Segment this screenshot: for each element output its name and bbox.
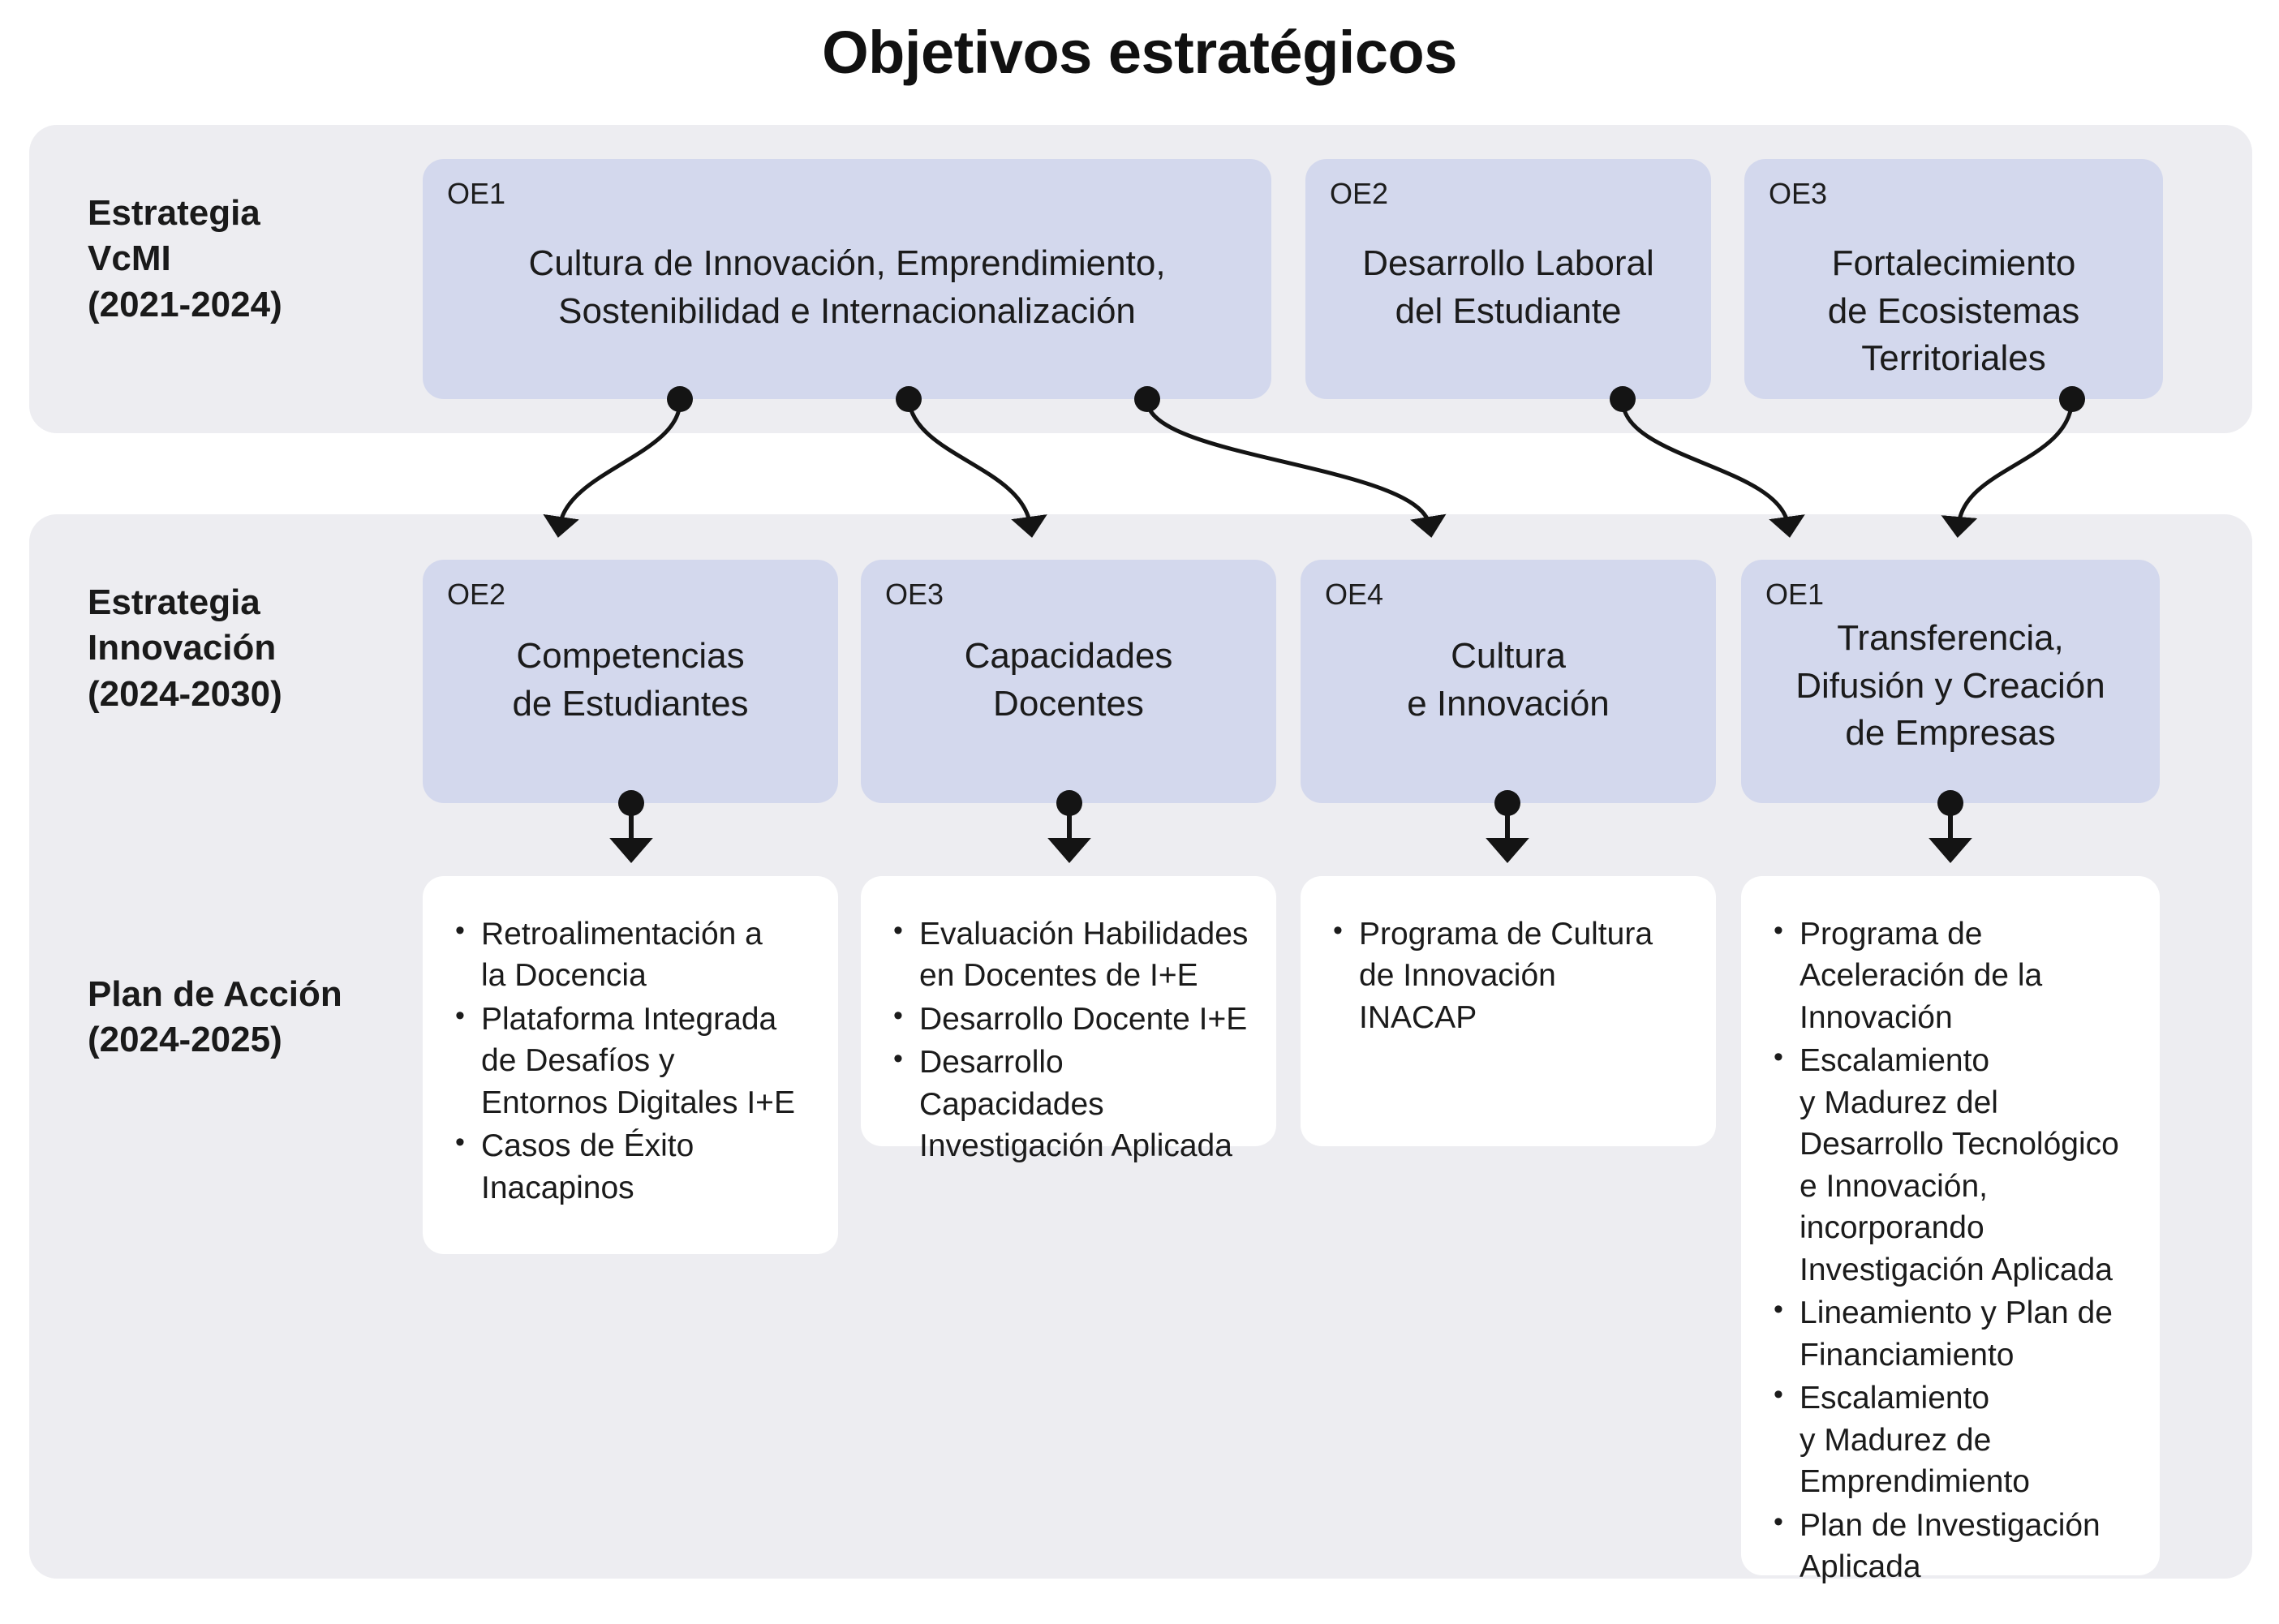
plan-list-item: Escalamiento y Madurez de Emprendimiento [1774, 1377, 2135, 1502]
oe-tag: OE2 [1330, 177, 1389, 210]
oe-title: Cultura e Innovación [1407, 636, 1610, 724]
oe-tag: OE4 [1325, 578, 1384, 611]
oe-tag: OE3 [885, 578, 944, 611]
oe-box-vcmi-oe1[interactable]: OE1 Cultura de Innovación, Emprendimient… [423, 159, 1271, 399]
plan-list-item: Programa de Aceleración de la Innovación [1774, 913, 2135, 1038]
oe-title: Transferencia, Difusión y Creación de Em… [1795, 618, 2105, 754]
oe-title: Capacidades Docentes [964, 636, 1173, 724]
plan-list-item: Desarrollo Capacidades Investigación Apl… [893, 1041, 1252, 1166]
plan-card-2[interactable]: Evaluación Habilidades en Docentes de I+… [861, 876, 1276, 1163]
oe-tag: OE1 [447, 177, 506, 210]
plan-list-item: Casos de Éxito Inacapinos [455, 1124, 814, 1209]
plan-list-item: Lineamiento y Plan de Financiamiento [1774, 1291, 2135, 1376]
oe-box-vcmi-oe3[interactable]: OE3 Fortalecimiento de Ecosistemas Terri… [1744, 159, 2163, 399]
oe-box-innovacion-oe3[interactable]: OE3 Capacidades Docentes [861, 560, 1276, 803]
plan-list: Programa de Cultura de Innovación INACAP [1301, 876, 1716, 1038]
page-title: Objetivos estratégicos [822, 19, 1457, 86]
oe-title: Fortalecimiento de Ecosistemas Territori… [1827, 243, 2080, 379]
plan-list: Programa de Aceleración de la Innovación… [1741, 876, 2160, 1588]
row-label-estrategia-innovacion: Estrategia Innovación (2024-2030) [88, 582, 282, 714]
plan-card-4[interactable]: Programa de Aceleración de la Innovación… [1741, 876, 2160, 1584]
plan-list: Evaluación Habilidades en Docentes de I+… [861, 876, 1276, 1167]
plan-card-1[interactable]: Retroalimentación a la DocenciaPlataform… [423, 876, 838, 1254]
oe-box-innovacion-oe1[interactable]: OE1 Transferencia, Difusión y Creación d… [1741, 560, 2160, 803]
oe-box-vcmi-oe2[interactable]: OE2 Desarrollo Laboral del Estudiante [1305, 159, 1711, 399]
plan-list-item: Desarrollo Docente I+E [893, 998, 1252, 1040]
oe-title: Competencias de Estudiantes [512, 636, 749, 724]
oe-title: Desarrollo Laboral del Estudiante [1362, 243, 1654, 331]
plan-list: Retroalimentación a la DocenciaPlataform… [423, 876, 838, 1209]
plan-list-item: Programa de Cultura de Innovación INACAP [1333, 913, 1692, 1038]
row-label-estrategia-vcmi: Estrategia VcMI (2021-2024) [88, 193, 282, 324]
oe-box-innovacion-oe4[interactable]: OE4 Cultura e Innovación [1301, 560, 1716, 803]
oe-title: Cultura de Innovación, Emprendimiento, S… [528, 243, 1166, 331]
plan-card-3[interactable]: Programa de Cultura de Innovación INACAP [1301, 876, 1716, 1146]
oe-tag: OE2 [447, 578, 506, 611]
plan-list-item: Plan de Investigación Aplicada [1774, 1504, 2135, 1588]
oe-box-innovacion-oe2[interactable]: OE2 Competencias de Estudiantes [423, 560, 838, 803]
row-label-plan-de-accion: Plan de Acción (2024-2025) [88, 974, 342, 1060]
oe-tag: OE3 [1769, 177, 1828, 210]
plan-list-item: Plataforma Integrada de Desafíos y Entor… [455, 998, 814, 1123]
plan-list-item: Escalamiento y Madurez del Desarrollo Te… [1774, 1039, 2135, 1291]
plan-list-item: Retroalimentación a la Docencia [455, 913, 814, 997]
oe-tag: OE1 [1765, 578, 1825, 611]
plan-list-item: Evaluación Habilidades en Docentes de I+… [893, 913, 1252, 997]
